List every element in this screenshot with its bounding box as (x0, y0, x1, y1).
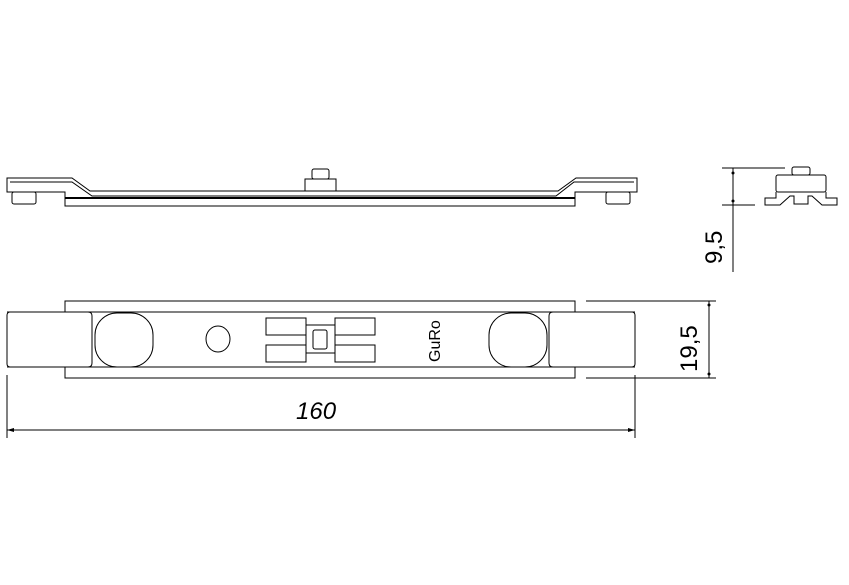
right-slot (488, 312, 548, 368)
brand-label: GuRo (427, 320, 444, 362)
height-dimension: 9,5 (701, 167, 785, 272)
left-slot (94, 312, 154, 368)
side-view (6, 168, 638, 207)
height-dimension-label: 9,5 (701, 231, 728, 264)
length-dimension: 160 (6, 375, 636, 438)
top-view: GuRo (6, 300, 636, 379)
hole (205, 325, 231, 353)
length-dimension-label: 160 (296, 398, 337, 425)
width-dimension-label: 19,5 (676, 325, 703, 372)
end-view (764, 166, 838, 206)
width-dimension: 19,5 (586, 300, 716, 379)
